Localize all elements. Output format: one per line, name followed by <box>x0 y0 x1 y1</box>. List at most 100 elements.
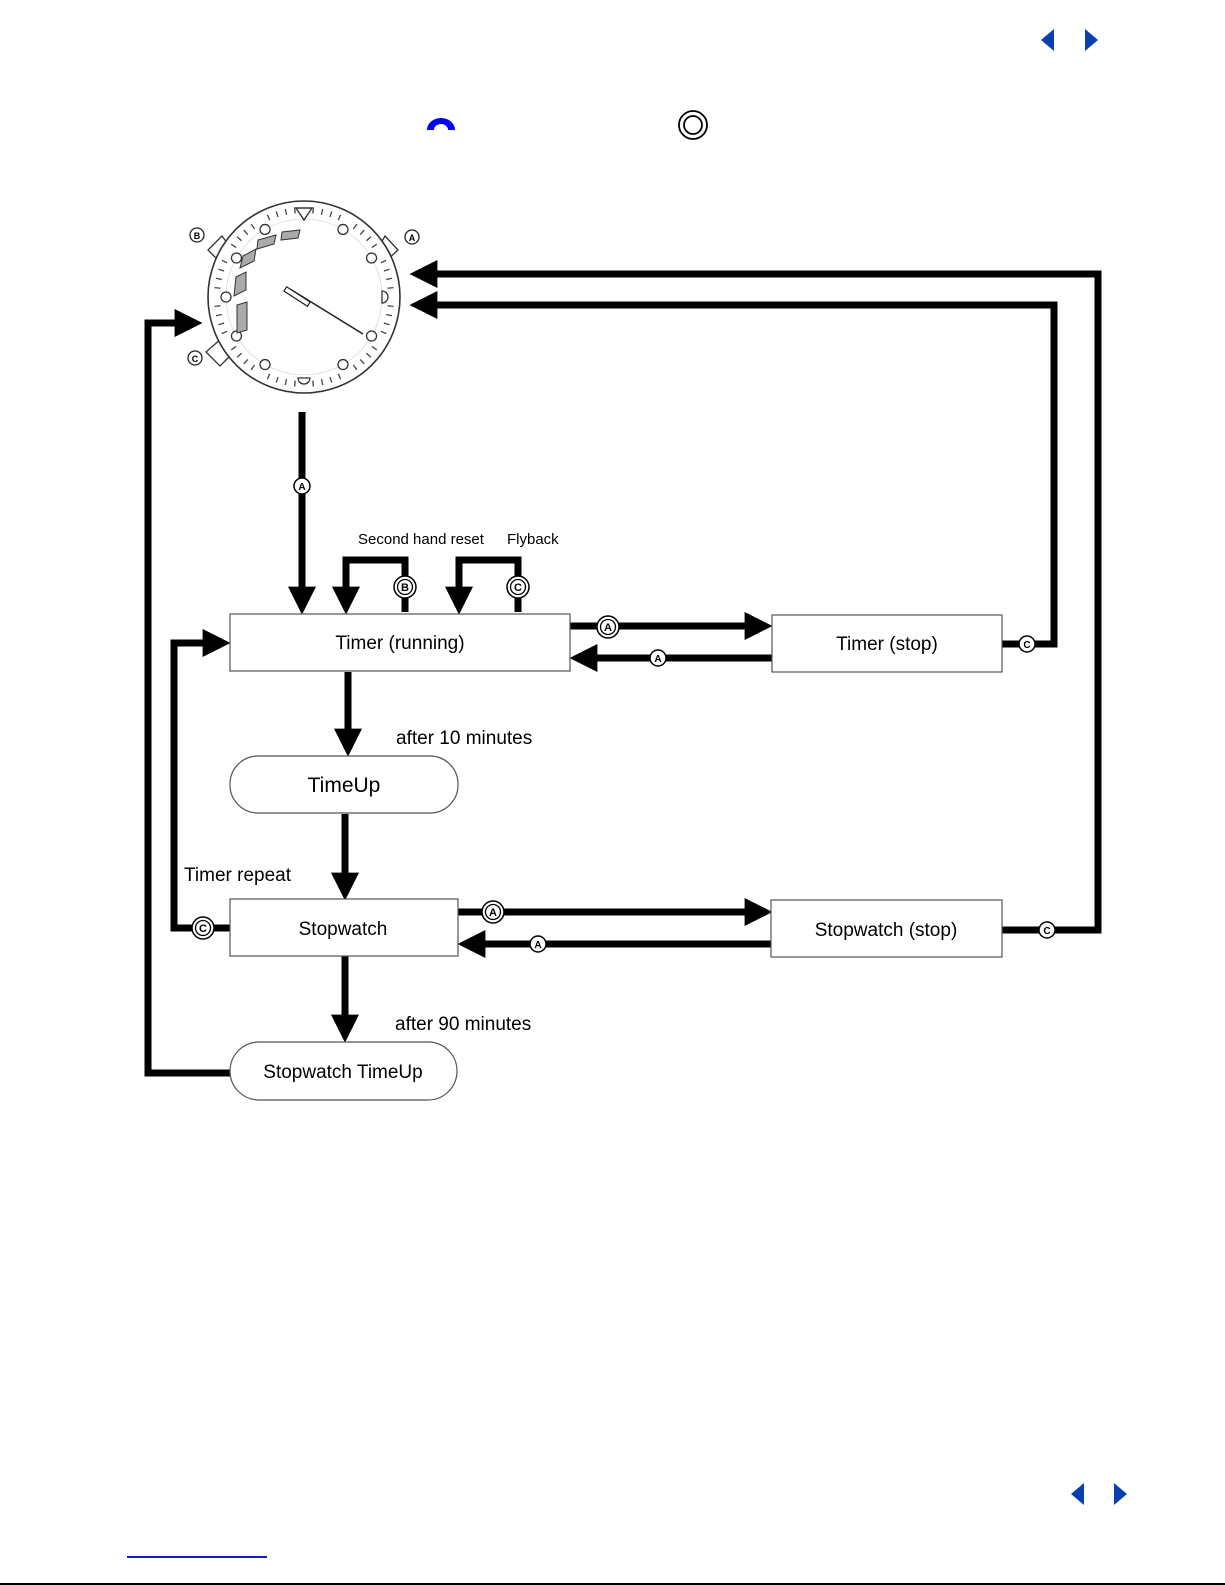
node-stopwatch-timeup: Stopwatch TimeUp <box>229 1041 458 1101</box>
dial-tick <box>365 236 372 242</box>
dial-tick <box>337 373 342 380</box>
button-a-badge: A <box>529 935 547 953</box>
svg-text:Stopwatch TimeUp: Stopwatch TimeUp <box>263 1062 422 1083</box>
dial-tick <box>365 352 372 358</box>
button-c-badge: C <box>506 575 530 599</box>
svg-text:A: A <box>409 233 416 243</box>
dial-tick <box>320 379 324 386</box>
watch-illustration: B A C <box>187 200 420 394</box>
dial-tick <box>284 379 288 386</box>
button-a-badge: A <box>481 900 505 924</box>
dial-tick <box>387 286 394 289</box>
dial-tick <box>284 208 288 215</box>
dial-tick <box>293 207 296 214</box>
hour-marker <box>230 330 243 342</box>
svg-text:C: C <box>514 582 522 594</box>
footer-rule <box>0 1583 1225 1585</box>
svg-text:C: C <box>199 923 207 935</box>
dial-tick <box>266 373 271 380</box>
dial-tick <box>359 229 365 236</box>
twelve-marker <box>294 207 314 222</box>
button-a-badge: A <box>649 649 667 667</box>
dial-tick <box>236 236 243 242</box>
hour-marker <box>365 252 378 264</box>
svg-text:TimeUp: TimeUp <box>308 774 381 797</box>
previous-page-button-bottom[interactable] <box>1071 1483 1084 1505</box>
dial-tick <box>243 358 249 365</box>
svg-text:B: B <box>194 231 201 241</box>
dial-tick <box>266 214 271 221</box>
button-c-badge: C <box>1038 921 1056 939</box>
dial-tick <box>215 277 222 281</box>
dial-tick <box>359 358 365 365</box>
svg-text:A: A <box>654 654 661 665</box>
node-stopwatch: Stopwatch <box>229 898 459 957</box>
dial-tick <box>250 364 256 371</box>
dial-tick <box>371 243 378 249</box>
next-page-button[interactable] <box>1085 29 1098 51</box>
button-b-badge: B <box>393 575 417 599</box>
double-circle-icon <box>678 110 708 140</box>
label-after-10-minutes: after 10 minutes <box>396 728 532 749</box>
button-a-badge: A <box>596 615 620 639</box>
dial-tick <box>352 223 358 230</box>
label-second-hand-reset: Second hand reset <box>358 531 485 548</box>
dial-tick <box>329 376 333 383</box>
button-c-badge: C <box>191 916 215 940</box>
dial-tick <box>387 305 394 308</box>
dial-tick <box>215 313 222 317</box>
svg-text:C: C <box>192 354 199 364</box>
arrow-stopwatch-timeup-to-watch <box>144 309 230 1077</box>
dial-tick <box>230 243 237 249</box>
dial-tick <box>250 223 256 230</box>
label-after-90-minutes: after 90 minutes <box>395 1014 531 1035</box>
dial-tick <box>218 322 225 326</box>
button-c-badge: C <box>1018 635 1036 653</box>
label-timer-repeat: Timer repeat <box>184 865 292 886</box>
dial-tick <box>214 286 221 289</box>
dial-tick <box>312 207 315 214</box>
node-timer-running: Timer (running) <box>229 613 571 672</box>
hour-marker <box>259 223 271 236</box>
node-timeup: TimeUp <box>229 755 459 814</box>
next-page-button-bottom[interactable] <box>1114 1483 1127 1505</box>
svg-text:Stopwatch (stop): Stopwatch (stop) <box>815 920 958 941</box>
label-flyback: Flyback <box>507 531 559 548</box>
node-timer-stop: Timer (stop) <box>771 614 1003 673</box>
dial-tick <box>320 208 324 215</box>
dial-tick <box>243 229 249 236</box>
watch-button-b-label: B <box>189 227 205 243</box>
previous-page-button[interactable] <box>1041 29 1054 51</box>
dial-tick <box>337 214 342 221</box>
dial-tick <box>218 268 225 272</box>
dial-tick <box>230 345 237 351</box>
dial-tick <box>293 380 296 387</box>
button-a-badge: A <box>293 477 311 495</box>
svg-text:A: A <box>534 940 541 951</box>
hour-marker <box>259 358 271 371</box>
dial-tick <box>352 364 358 371</box>
watch-button-a-label: A <box>404 229 420 245</box>
hour-marker <box>365 330 378 342</box>
dial-tick <box>371 345 378 351</box>
crown-icon <box>427 118 455 130</box>
node-stopwatch-stop: Stopwatch (stop) <box>770 899 1003 958</box>
hour-marker <box>337 223 349 236</box>
svg-text:A: A <box>604 622 612 634</box>
svg-text:Stopwatch: Stopwatch <box>299 919 388 940</box>
dial-tick <box>221 259 228 264</box>
dial-tick <box>275 211 279 218</box>
dial-tick <box>380 330 387 335</box>
dial-tick <box>214 305 221 308</box>
svg-text:A: A <box>489 907 497 919</box>
svg-text:B: B <box>401 582 409 594</box>
dial-tick <box>236 352 243 358</box>
hour-marker <box>230 252 243 264</box>
svg-text:C: C <box>1023 640 1030 651</box>
dial-tick <box>383 268 390 272</box>
svg-text:A: A <box>298 482 305 493</box>
six-marker <box>297 377 311 385</box>
arrow-stopwatch-stop-to-watch <box>409 260 1102 934</box>
footer-link-underline[interactable] <box>127 1556 267 1558</box>
dial-tick <box>329 211 333 218</box>
